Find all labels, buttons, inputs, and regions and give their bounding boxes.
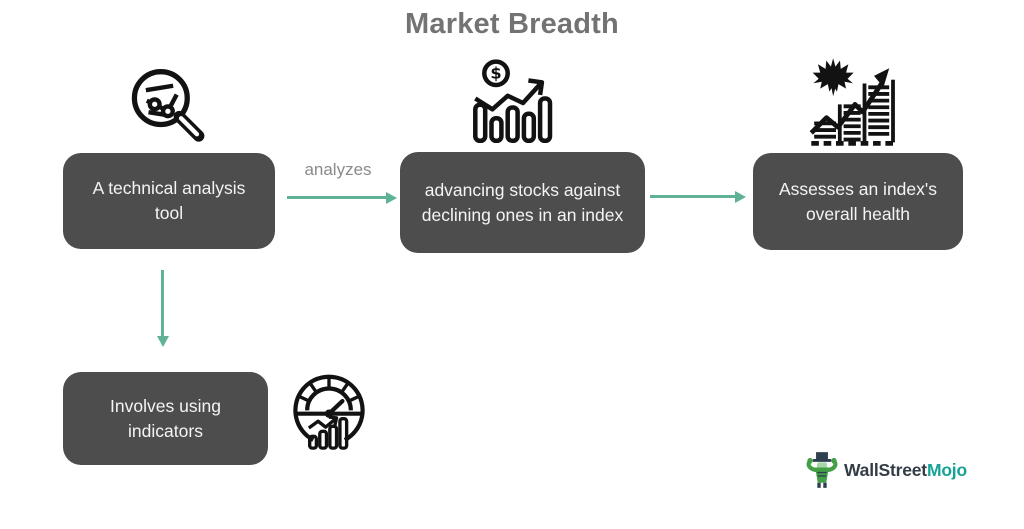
step-advancing-vs-declining: advancing stocks against declining ones … (400, 152, 645, 253)
leaf-growth-chart-icon (800, 55, 910, 150)
connector-analyzes-label: analyzes (304, 160, 372, 179)
arrow-step1-to-step4 (161, 270, 164, 337)
logo-wordmark: WallStreetMojo (844, 460, 967, 481)
logo-wordmark-accent: Mojo (926, 459, 967, 480)
magnifier-chart-icon (121, 62, 213, 150)
step-technical-analysis-tool: A technical analysis tool (63, 153, 275, 249)
wallstreetmojo-logo: WallStreetMojo (805, 450, 967, 490)
step-involves-indicators: Involves using indicators (63, 372, 268, 465)
step-label: Assesses an index's overall health (778, 178, 937, 224)
logo-wordmark-primary: WallStreet (844, 459, 927, 480)
step-label: A technical analysis tool (92, 178, 246, 223)
gauge-chart-icon (287, 366, 371, 458)
bull-mascot-icon (806, 452, 838, 488)
dollar-bar-chart-icon: $ (458, 58, 570, 148)
arrow-step2-to-step3 (650, 195, 736, 198)
step-label: advancing stocks against declining ones … (421, 179, 624, 225)
page-title: Market Breadth (405, 8, 619, 40)
step-assesses-index-health: Assesses an index's overall health (753, 153, 963, 250)
dollar-glyph: $ (490, 64, 501, 83)
arrow-step1-to-step2 (287, 196, 387, 199)
step-label: Involves using indicators (110, 395, 221, 441)
